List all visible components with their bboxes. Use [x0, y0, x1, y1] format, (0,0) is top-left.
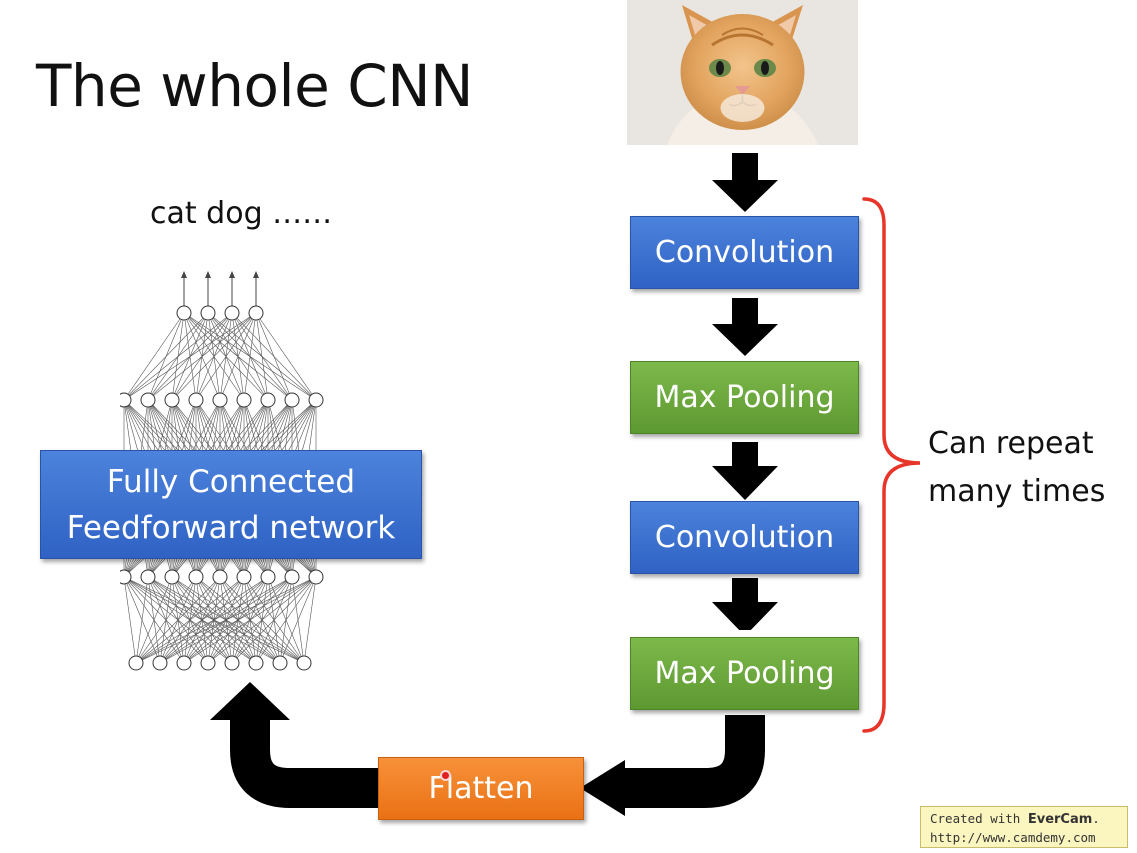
neuron-node — [188, 392, 204, 408]
outputs-label: cat dog …… — [150, 196, 333, 231]
neuron-node — [164, 392, 180, 408]
fully-connected-line1: Fully Connected — [106, 463, 356, 500]
convolution-box-2: Convolution — [630, 501, 859, 574]
fully-connected-line2: Feedforward network — [66, 509, 396, 546]
neuron-node — [140, 569, 156, 585]
down-arrow-icon — [712, 153, 778, 212]
output-arrow-icon — [181, 271, 187, 307]
down-arrow-icon — [712, 578, 778, 630]
repeat-note-line2: many times — [928, 474, 1106, 509]
neuron-node — [152, 655, 168, 671]
down-arrow-icon — [712, 442, 778, 500]
pipeline-arrows — [712, 153, 778, 630]
neuron-node — [120, 392, 132, 408]
neuron-node — [284, 569, 300, 585]
max-pooling-box-2: Max Pooling — [630, 637, 859, 710]
neuron-node — [236, 392, 252, 408]
neuron-node — [224, 655, 240, 671]
output-arrow-icon — [229, 271, 235, 307]
cat-photo-icon — [627, 0, 858, 145]
neuron-node — [212, 569, 228, 585]
evercam-watermark: Created with EverCam. http://www.camdemy… — [920, 806, 1128, 848]
neuron-node — [176, 655, 192, 671]
flatten-box: Flatten — [378, 757, 584, 820]
max-pooling-label-1: Max Pooling — [654, 380, 835, 415]
repeat-bracket-icon — [862, 197, 921, 733]
neuron-node — [188, 569, 204, 585]
neuron-node — [200, 655, 216, 671]
neuron-node — [128, 655, 144, 671]
neuron-node — [248, 305, 264, 321]
convolution-label-1: Convolution — [654, 235, 835, 270]
neuron-node — [200, 305, 216, 321]
watermark-brand: EverCam — [1027, 812, 1093, 827]
max-pooling-box-1: Max Pooling — [630, 361, 859, 434]
convolution-box-1: Convolution — [630, 216, 859, 289]
fully-connected-box: Fully Connected Feedforward network — [40, 450, 422, 559]
neuron-node — [120, 569, 132, 585]
neuron-node — [260, 569, 276, 585]
neuron-node — [212, 392, 228, 408]
output-arrow-icon — [253, 271, 259, 307]
neuron-node — [308, 392, 324, 408]
neuron-node — [164, 569, 180, 585]
neuron-node — [176, 305, 192, 321]
convolution-label-2: Convolution — [654, 520, 835, 555]
watermark-url: http://www.camdemy.com — [930, 830, 1096, 845]
curved-arrow-to-flatten-icon — [580, 715, 765, 816]
watermark-suffix: . — [1092, 811, 1100, 826]
neuron-node — [260, 392, 276, 408]
max-pooling-label-2: Max Pooling — [654, 656, 835, 691]
neuron-node — [248, 655, 264, 671]
cursor-pointer-icon — [440, 770, 451, 781]
neuron-node — [284, 392, 300, 408]
repeat-note: Can repeat many times — [928, 420, 1105, 516]
neuron-node — [272, 655, 288, 671]
watermark-prefix: Created with — [930, 811, 1028, 826]
flow-arrows — [210, 682, 765, 816]
neuron-node — [308, 569, 324, 585]
neuron-node — [296, 655, 312, 671]
neuron-node — [236, 569, 252, 585]
repeat-note-line1: Can repeat — [928, 426, 1094, 461]
curved-arrow-to-network-icon — [210, 682, 378, 808]
neuron-node — [140, 392, 156, 408]
output-arrow-icon — [205, 271, 211, 307]
neuron-node — [224, 305, 240, 321]
down-arrow-icon — [712, 298, 778, 356]
slide-title: The whole CNN — [36, 52, 474, 120]
